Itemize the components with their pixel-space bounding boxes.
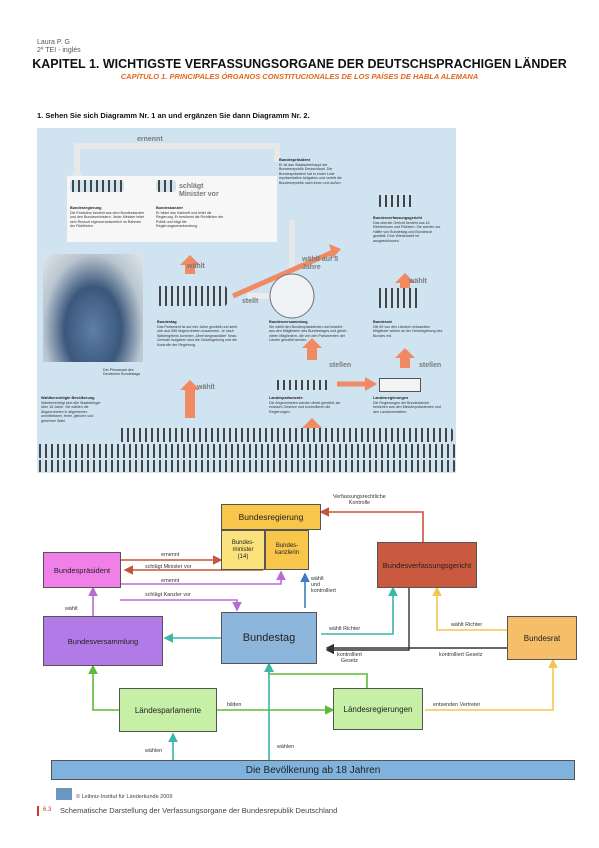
bundesrat-heading: Bundesrat bbox=[373, 320, 392, 324]
bundestag-box: Bundestag bbox=[221, 612, 317, 664]
waehlt-label-3: wählt bbox=[197, 384, 215, 391]
crowd-icons-3 bbox=[37, 460, 456, 472]
bundespraesident-text: Er ist das Staatsoberhaupt der Bundesrep… bbox=[279, 163, 342, 185]
kontrolliert-gesetz-label-2: kontrolliert Gesetz bbox=[439, 652, 483, 658]
ernennt-label: ernennt bbox=[137, 136, 163, 143]
landesparlamente-heading: Landesparlamente bbox=[269, 396, 303, 400]
course-label: 2º TEI - inglés bbox=[37, 47, 81, 54]
waehlt-auf-label: wählt auf 5 Jahre bbox=[302, 256, 339, 271]
waehlt-label-2: wählt bbox=[409, 278, 427, 285]
waehler-text: Wahlberechtigt sind alle Staatsbürger üb… bbox=[41, 401, 101, 423]
leibniz-logo-icon bbox=[56, 788, 72, 800]
copyright-text: © Leibniz-Institut für Länderkunde 2009 bbox=[76, 794, 173, 800]
minister-icons bbox=[70, 180, 124, 192]
bundeskanzlerin-box: Bundes- kanzlerin bbox=[265, 530, 309, 570]
author-name: Laura P. G bbox=[37, 39, 70, 46]
plenarsaal-photo bbox=[43, 254, 143, 362]
diagram2-arrows bbox=[88, 507, 558, 760]
bundeskanzler-heading: Bundeskanzler bbox=[156, 206, 184, 210]
bundestag-icons bbox=[157, 286, 227, 306]
bundeskanzler-text: Er bildet das Kabinett und leitet die Re… bbox=[156, 211, 224, 229]
crowd-icons-1 bbox=[119, 428, 453, 442]
laendesregierungen-box: Ländesregierungen bbox=[333, 688, 423, 730]
bundesminister-box: Bundes- minister (14) bbox=[221, 530, 265, 570]
ernennt-label-1: ernennt bbox=[161, 552, 180, 558]
landesparlamente-text: Die Abgeordneten werden direkt gewählt; … bbox=[269, 401, 341, 414]
waehlen-label-1: wählen bbox=[145, 748, 163, 754]
page-subtitle: CAPÍTULO 1. PRINCIPALES ÓRGANOS CONSTITU… bbox=[120, 72, 479, 81]
bvg-text: Das oberste Gericht besteht aus 16 Richt… bbox=[373, 221, 441, 243]
waehlt-richter-label-1: wählt Richter bbox=[329, 626, 361, 632]
landesparlamente-icons bbox=[275, 380, 331, 390]
bundestag-text: Das Parlament ist auf vier Jahre gewählt… bbox=[157, 325, 238, 347]
kontrolliert-gesetz-label-1: kontrolliert Gesetz bbox=[337, 652, 362, 664]
bundestag-heading: Bundestag bbox=[157, 320, 177, 324]
bundesregierung-heading: Bundesregierung bbox=[70, 206, 102, 210]
stellt-label: stellt bbox=[242, 298, 259, 305]
waehlt-label-1: wählt bbox=[187, 263, 205, 270]
landesregierungen-heading: Landesregierungen bbox=[373, 396, 409, 400]
caption-text: Schematische Darstellung der Verfassungs… bbox=[60, 806, 338, 815]
schlaegt-label: schlägt Minister vor bbox=[179, 183, 219, 198]
waehlt-kontrolliert-label: wählt und kontrolliert bbox=[311, 576, 336, 594]
diagram1-panel: schlägt Minister vor Bundesregierung Die… bbox=[37, 128, 456, 473]
bundesregierung-box: Bundesregierung bbox=[221, 504, 321, 530]
bundesversammlung-heading: Bundesversammlung bbox=[269, 320, 308, 324]
plenarsaal-caption: Der Plenarsaal des Deutschen Bundestags bbox=[103, 368, 141, 377]
landesregierungen-icon bbox=[379, 378, 421, 392]
waehlt-label-bv: wählt bbox=[65, 606, 78, 612]
bundespraesident-heading: Bundespräsident bbox=[279, 158, 311, 162]
schlaegt-minister-label: schlägt Minister vor bbox=[145, 564, 192, 570]
bundesversammlung-text: Sie wählt den Bundespräsidenten und best… bbox=[269, 325, 347, 343]
diagram2: Bundesregierung Bundes- minister (14) Bu… bbox=[37, 488, 587, 780]
waehlen-label-2: wählen bbox=[277, 744, 295, 750]
caption-number: 6.3 bbox=[43, 807, 52, 813]
entsenden-label: entsenden Vertreter bbox=[433, 702, 481, 708]
bundesregierung-text: Die Exekutive besteht aus dem Bundeskanz… bbox=[70, 211, 145, 229]
stellen-label-1: stellen bbox=[329, 362, 352, 369]
crowd-icons-2 bbox=[37, 444, 456, 458]
laendesparlamente-box: Ländesparlamente bbox=[119, 688, 217, 732]
landesregierungen-text: Die Regierungen der Bundesländer bestehe… bbox=[373, 401, 441, 414]
verfassung-label: Verfassungsrechtliche Kontrolle bbox=[333, 494, 386, 506]
bundesrat-text: Die 69 von den Ländern entsandten Mitgli… bbox=[373, 325, 443, 338]
bvg-heading: Bundesverfassungsgericht bbox=[373, 216, 422, 220]
page-title: KAPITEL 1. WICHTIGSTE VERFASSUNGSORGANE … bbox=[32, 57, 567, 71]
stellen-label-2: stellen bbox=[419, 362, 442, 369]
bevoelkerung-box: Die Bevölkerung ab 18 Jahren bbox=[51, 760, 575, 780]
bundesversammlung-box: Bundesversammlung bbox=[43, 616, 163, 666]
bilden-label: bilden bbox=[227, 702, 242, 708]
waehler-heading: Wahlberechtigte Bevölkerung bbox=[41, 396, 95, 400]
bundespraesident-box: Bundespräsident bbox=[43, 552, 121, 588]
instruction-text: 1. Sehen Sie sich Diagramm Nr. 1 an und … bbox=[37, 111, 310, 120]
ernennt-label-2: ernennt bbox=[161, 578, 180, 584]
caption-marker bbox=[37, 806, 39, 816]
bundesrat-icons bbox=[377, 288, 419, 308]
bundesrat-box: Bundesrat bbox=[507, 616, 577, 660]
kanzler-icon bbox=[156, 180, 176, 192]
richter-icons bbox=[377, 195, 415, 207]
bvg-box: Bundesverfassungsgericht bbox=[377, 542, 477, 588]
waehlt-richter-label-2: wählt Richter bbox=[451, 622, 483, 628]
schlaegt-kanzler-label: schlägt Kanzler vor bbox=[145, 592, 191, 598]
